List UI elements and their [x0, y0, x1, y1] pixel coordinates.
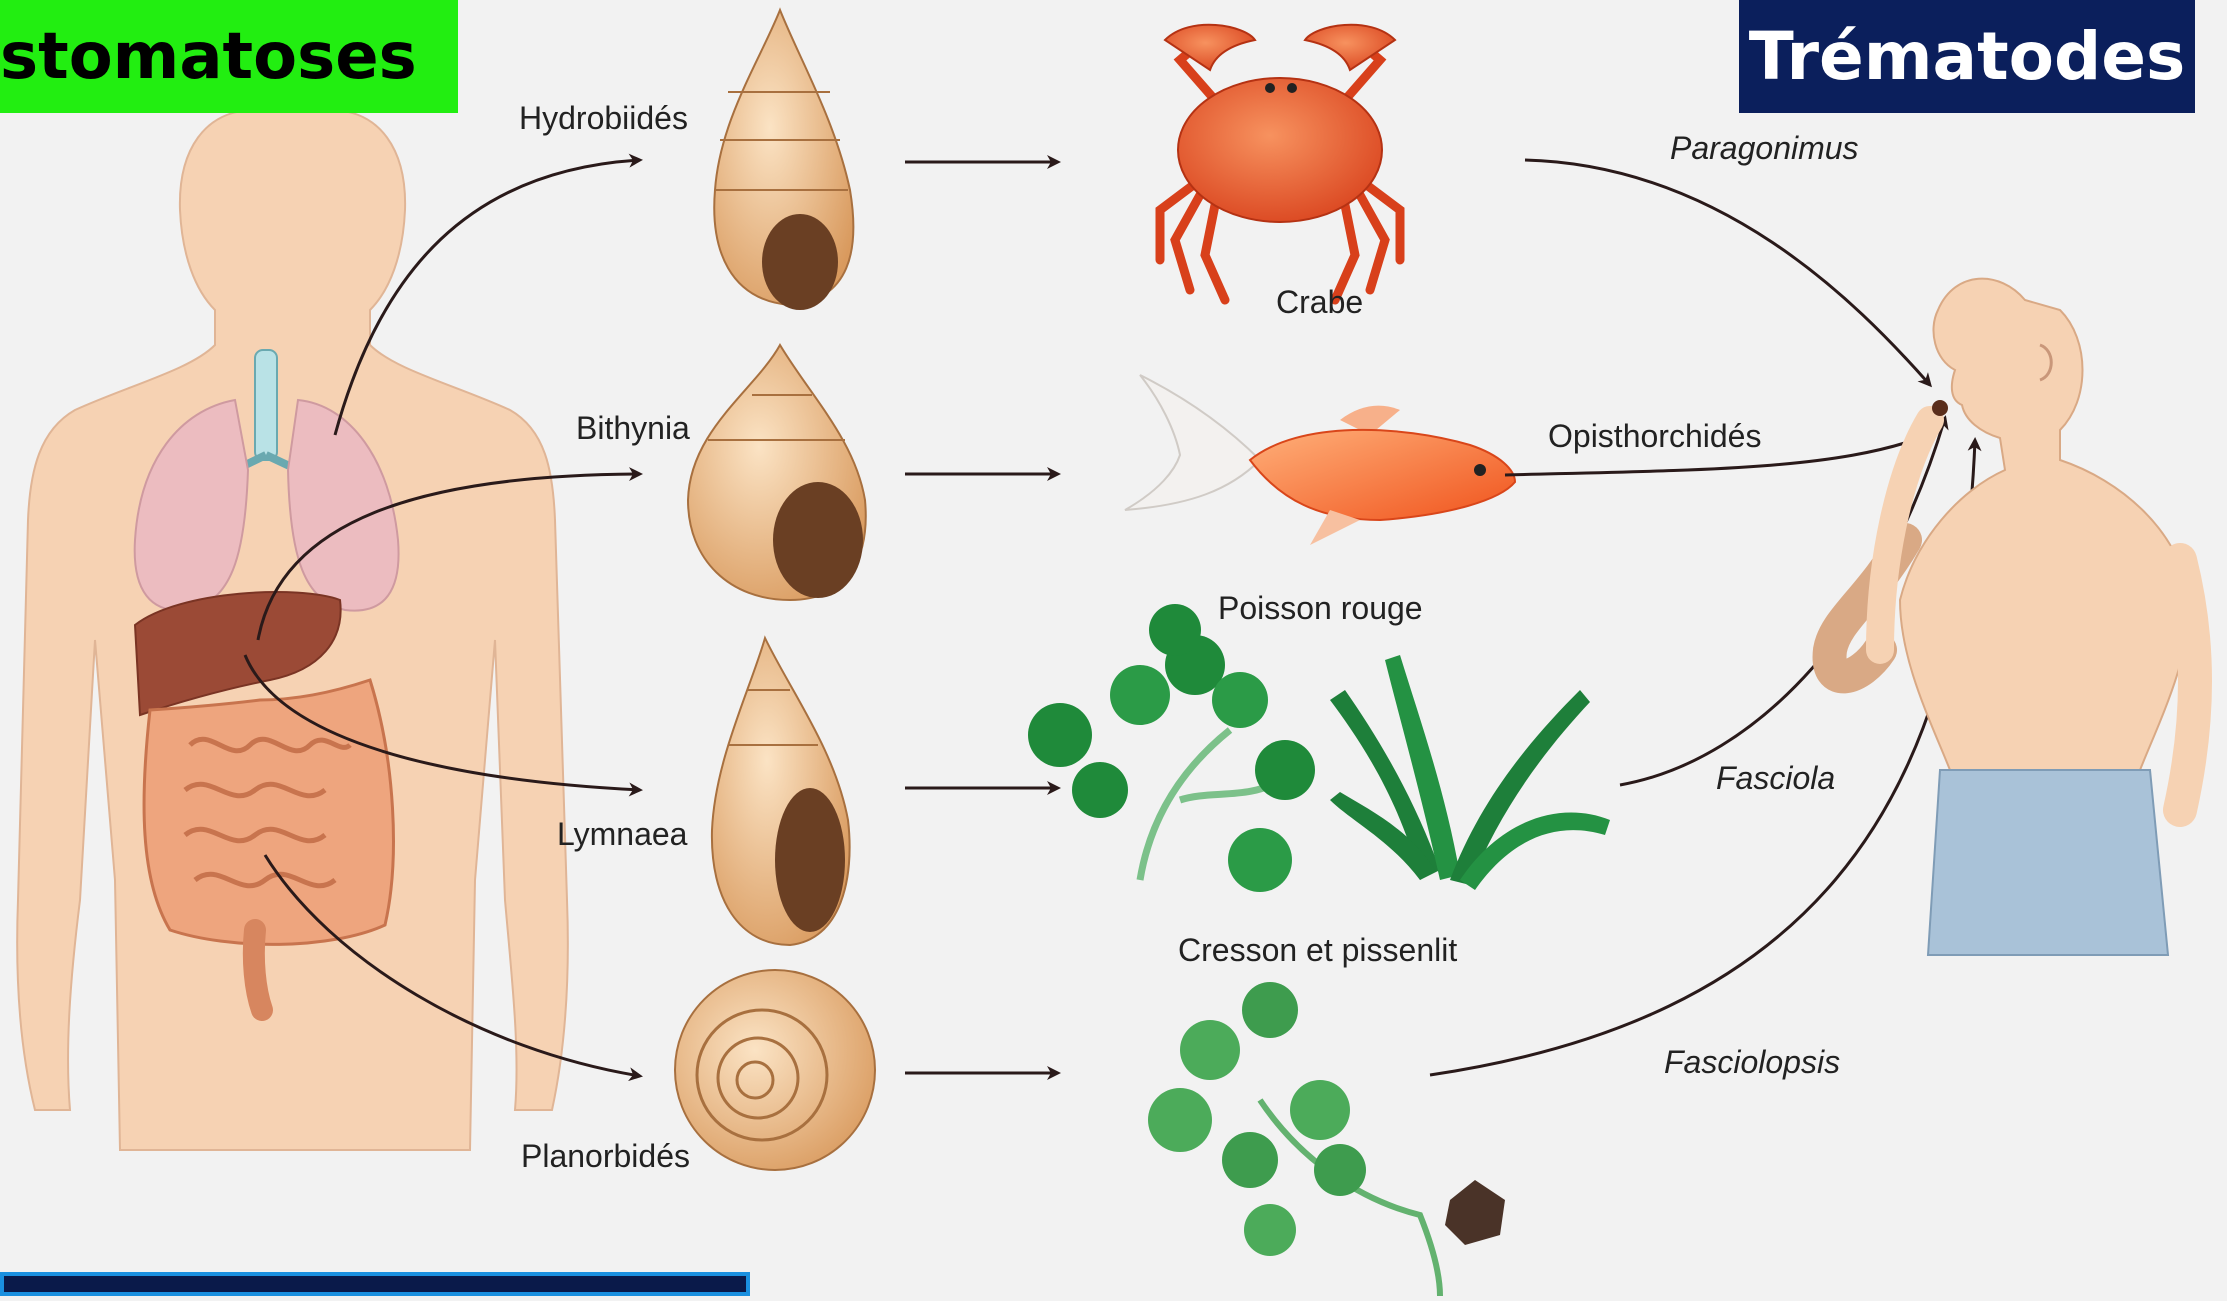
label-bithynia: Bithynia: [576, 410, 690, 447]
label-crab: Crabe: [1276, 284, 1363, 321]
dandelion-illustration: [1330, 655, 1610, 890]
snail-hydrobiides: [714, 10, 853, 310]
label-fasciola: Fasciola: [1716, 760, 1835, 797]
large-intestine: [144, 680, 393, 944]
label-opisthorchides: Opisthorchidés: [1548, 418, 1761, 455]
label-fasciolopsis: Fasciolopsis: [1664, 1044, 1840, 1081]
rectum: [254, 930, 262, 1010]
bottom-banner: [0, 1272, 750, 1296]
pants: [1928, 770, 2168, 955]
snail-planorbides: [675, 970, 875, 1170]
snail-bithynia: [688, 345, 866, 600]
caltrop-nut: [1445, 1180, 1505, 1245]
goldfish-illustration: [1125, 375, 1515, 545]
human-anatomy-figure: [17, 110, 568, 1150]
label-plants: Cresson et pissenlit: [1178, 932, 1457, 969]
crab-illustration: [1160, 25, 1400, 300]
label-fish: Poisson rouge: [1218, 590, 1423, 627]
label-hydrobiides: Hydrobiidés: [519, 100, 688, 137]
food-morsel: [1932, 400, 1948, 416]
snail-lymnaea: [712, 638, 850, 945]
human-eating-figure: [1830, 279, 2195, 955]
water-plant-illustration: [1148, 982, 1505, 1296]
snail-to-host-arrows: [905, 162, 1058, 1073]
trachea: [255, 350, 277, 460]
label-planorbides: Planorbidés: [521, 1138, 690, 1175]
title-badge-left: stomatoses: [0, 0, 458, 113]
title-badge-right: Trématodes: [1739, 0, 2195, 113]
label-lymnaea: Lymnaea: [557, 816, 687, 853]
label-paragonimus: Paragonimus: [1670, 130, 1859, 167]
watercress-illustration: [1028, 604, 1315, 892]
